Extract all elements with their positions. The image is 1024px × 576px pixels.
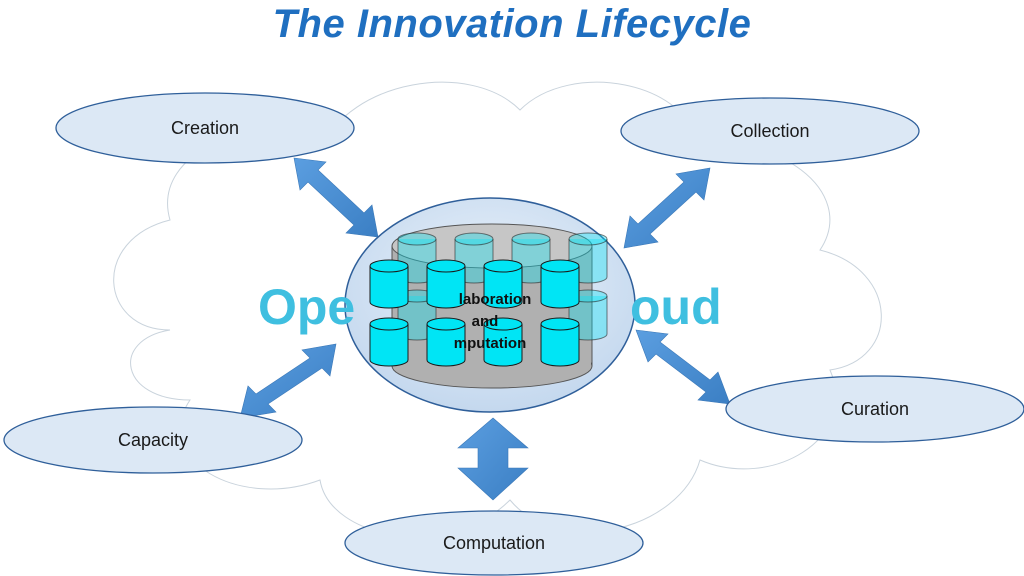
node-label-capacity: Capacity — [117, 430, 189, 450]
cloud-label-right: oud — [630, 279, 722, 335]
node-label-curation: Curation — [840, 399, 910, 419]
node-label-computation: Computation — [442, 533, 546, 553]
node-label-collection: Collection — [730, 121, 810, 141]
cylinder-front-3 — [540, 259, 580, 309]
cylinder-front-4 — [369, 317, 409, 367]
cylinder-front-6 — [483, 317, 523, 367]
database-cylinders — [369, 232, 608, 367]
core-label-line1: laboration — [458, 291, 532, 308]
cylinder-front-2 — [483, 259, 523, 309]
cloud-label-left: Ope — [258, 279, 356, 335]
cylinder-front-1 — [426, 259, 466, 309]
page-title: The Innovation Lifecycle — [272, 2, 752, 46]
node-label-creation: Creation — [170, 118, 240, 138]
cylinder-front-5 — [426, 317, 466, 367]
cylinder-front-0 — [369, 259, 409, 309]
core-label-line2: and — [471, 313, 499, 330]
core-label-line3: mputation — [453, 335, 527, 352]
double-arrow-collection — [623, 167, 711, 249]
cylinder-front-7 — [540, 317, 580, 367]
double-arrow-computation — [457, 417, 529, 501]
